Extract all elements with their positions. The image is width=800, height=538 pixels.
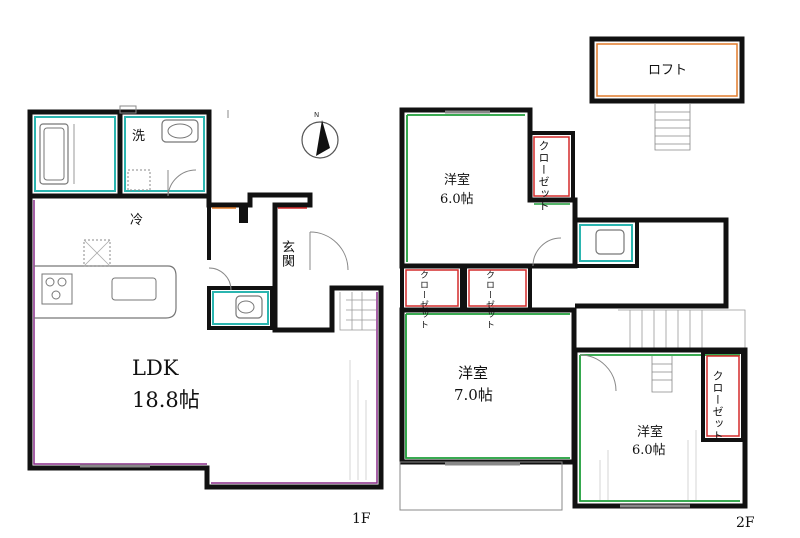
entrance-label: 玄関	[279, 240, 294, 268]
room-top-name: 洋室	[444, 173, 471, 188]
closet-top	[528, 131, 575, 202]
closet-right	[701, 350, 745, 442]
room-top-size: 6.0帖	[440, 192, 474, 207]
room-right-name: 洋室	[637, 425, 664, 440]
loft-label: ロフト	[648, 63, 688, 78]
room-left-size: 7.0帖	[454, 386, 493, 404]
ldk-size: 18.8帖	[132, 388, 200, 412]
fridge-space	[83, 239, 111, 267]
washroom	[117, 109, 212, 199]
washroom-label: 洗	[132, 129, 146, 144]
bathtub-icon	[39, 123, 69, 185]
closet-mid-right-label: クローゼット	[484, 270, 494, 330]
fridge-label: 冷	[130, 213, 144, 228]
svg-text:N: N	[314, 111, 319, 119]
compass-icon: N	[301, 111, 339, 159]
sink-icon	[161, 119, 199, 143]
washer-space	[127, 169, 151, 191]
stove-icon	[45, 277, 55, 287]
stairs-icon	[339, 292, 376, 331]
floor-1f-label: 1F	[352, 511, 371, 527]
closet-top-label: クローゼット	[537, 140, 550, 212]
room-right-size: 6.0帖	[632, 443, 666, 458]
room-left-name: 洋室	[458, 364, 489, 382]
ldk-name: LDK	[132, 356, 179, 380]
second-floor	[399, 107, 748, 511]
first-floor	[27, 105, 384, 490]
toilet-icon	[235, 295, 263, 319]
floor-2f-label: 2F	[736, 515, 755, 531]
toilet-room-2f	[573, 218, 639, 268]
toilet-room-1f	[207, 286, 274, 330]
closet-mid-left-label: クローゼット	[418, 270, 428, 330]
ldk-outer-wall	[27, 109, 384, 490]
closet-mid-left	[400, 264, 464, 312]
closet-mid-right	[463, 264, 532, 312]
closet-right-label: クローゼット	[711, 370, 724, 442]
room-right	[572, 347, 748, 509]
loft	[589, 36, 745, 151]
balcony	[399, 461, 563, 511]
kitchen-counter	[34, 265, 177, 319]
